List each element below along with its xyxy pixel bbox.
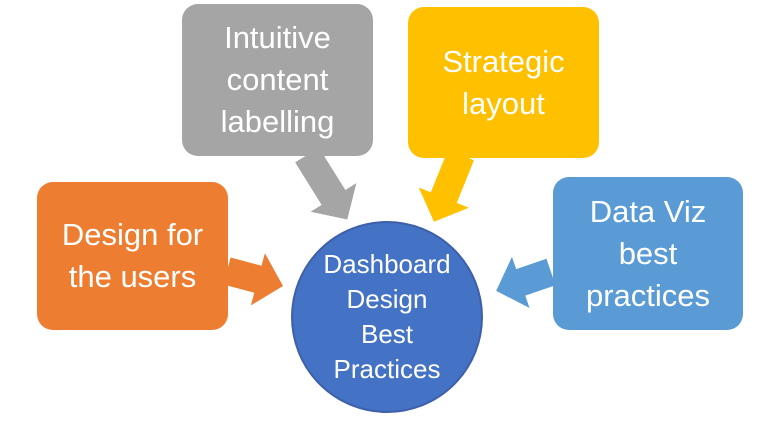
node-label-line: Strategic: [442, 43, 565, 79]
node-label-line: practices: [585, 277, 711, 313]
down-right-arrow-icon: [295, 147, 357, 220]
node-label-line: layout: [462, 85, 545, 121]
node-label-line: content: [226, 62, 329, 97]
hub-dashboard-design-best-practices: Dashboard Design Best Practices: [291, 221, 483, 413]
node-label-line: Intuitive: [224, 20, 331, 55]
node-strategic-layout: Strategic layout: [408, 7, 599, 158]
down-left-arrow-icon: [418, 149, 474, 222]
left-arrow-icon: [496, 256, 556, 308]
node-label-line: the users: [68, 259, 197, 294]
hub-label-line: Design: [346, 284, 428, 314]
node-label-line: Data Viz: [589, 193, 707, 229]
node-data-viz-best-practices: Data Viz best practices: [553, 177, 743, 330]
node-intuitive-content-labelling: Intuitive content labelling: [182, 4, 373, 156]
hub-label-line: Practices: [333, 354, 441, 384]
node-design-for-the-users: Design for the users: [37, 182, 228, 330]
node-label-line: labelling: [220, 104, 335, 139]
node-label-line: best: [618, 235, 678, 271]
right-arrow-icon: [223, 253, 284, 306]
hub-label-line: Best: [360, 319, 414, 349]
node-label-line: Design for: [61, 217, 204, 252]
hub-label-line: Dashboard: [323, 249, 451, 279]
